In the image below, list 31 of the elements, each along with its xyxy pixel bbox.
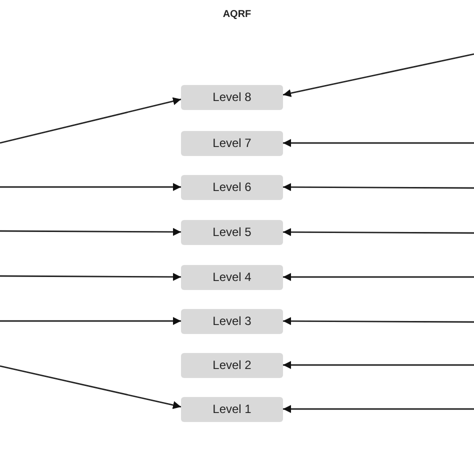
arrow bbox=[283, 273, 474, 281]
level-label: Level 3 bbox=[212, 313, 252, 330]
arrow bbox=[282, 53, 474, 98]
level-box bbox=[181, 220, 283, 244]
level-box bbox=[181, 308, 283, 334]
level-label: Level 1 bbox=[212, 401, 252, 418]
arrow bbox=[283, 361, 474, 369]
level-label: Level 4 bbox=[212, 269, 252, 286]
level-label: Level 8 bbox=[212, 89, 252, 106]
arrow bbox=[283, 317, 474, 326]
level-box bbox=[181, 174, 283, 200]
level-label: Level 6 bbox=[212, 179, 252, 196]
arrow bbox=[283, 405, 474, 413]
level-box bbox=[181, 264, 283, 290]
diagram-title: AQRF bbox=[222, 8, 252, 22]
arrow bbox=[0, 228, 181, 236]
level-box bbox=[181, 84, 283, 110]
arrow bbox=[0, 272, 181, 281]
arrow bbox=[0, 97, 182, 144]
level-label: Level 7 bbox=[212, 135, 252, 152]
level-label: Level 5 bbox=[212, 224, 252, 241]
arrow bbox=[0, 183, 181, 191]
arrow bbox=[0, 317, 181, 325]
arrow bbox=[0, 365, 182, 409]
level-box bbox=[181, 352, 283, 378]
level-label: Level 2 bbox=[212, 357, 252, 374]
arrow bbox=[283, 139, 474, 147]
level-box bbox=[181, 130, 283, 156]
arrow bbox=[283, 228, 474, 236]
arrow bbox=[283, 183, 474, 192]
level-box bbox=[181, 396, 283, 422]
